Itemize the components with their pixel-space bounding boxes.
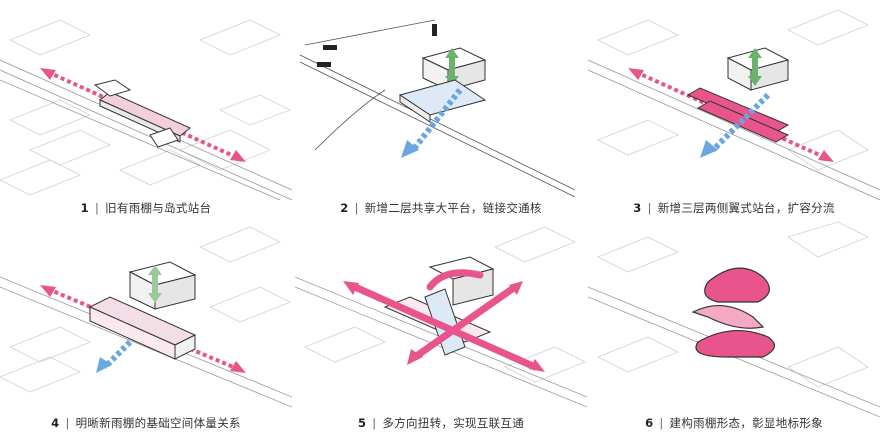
sculpted-canopy <box>691 267 775 358</box>
caption-separator: | <box>647 201 652 215</box>
pink-flow-arrows <box>351 269 539 371</box>
caption-number: 5 <box>357 416 367 430</box>
pink-arrow-head-left <box>343 281 359 295</box>
pink-arrow-head-left <box>40 285 56 297</box>
isometric-diagram-2 <box>299 19 576 198</box>
caption-number: 3 <box>633 201 642 215</box>
caption-text: 建构雨棚形态，彰显地标形象 <box>669 416 823 430</box>
diagram-panel-2: 2 | 新增二层共享大平台，链接交通核 <box>295 0 587 216</box>
caption-separator: | <box>94 201 100 215</box>
caption-separator: | <box>659 416 664 430</box>
diagram-panel-3: 3 | 新增三层两侧翼式站台，扩容分流 <box>588 0 880 216</box>
isometric-diagram-1 <box>0 19 292 200</box>
panel-caption-1: 1 | 旧有雨棚与岛式站台 <box>0 200 292 216</box>
track-labels <box>317 24 437 67</box>
panel-caption-4: 4 | 明晰新雨棚的基础空间体量关系 <box>0 415 292 431</box>
pink-arrow-head-bottom <box>407 349 423 365</box>
wing-platforms <box>686 87 790 143</box>
caption-number: 6 <box>645 416 654 430</box>
isometric-diagram-6 <box>588 221 880 417</box>
diagram-panel-5: 5 | 多方向扭转，实现互联互通 <box>295 217 587 433</box>
blue-arrow-head <box>700 140 718 158</box>
caption-text: 多方向扭转，实现互联互通 <box>382 416 525 430</box>
context-buildings <box>0 19 291 196</box>
blue-flow-arrow <box>102 339 133 370</box>
isometric-diagram-3 <box>588 9 880 200</box>
pink-arrow-head-right <box>230 361 246 373</box>
pink-arrow-head-top <box>509 281 523 295</box>
transport-core-block <box>128 261 197 310</box>
isometric-diagram-4 <box>0 226 292 408</box>
island-platform-canopy <box>93 79 191 148</box>
context-buildings <box>597 221 869 388</box>
panel-caption-5: 5 | 多方向扭转，实现互联互通 <box>295 415 587 431</box>
panel-caption-3: 3 | 新增三层两侧翼式站台，扩容分流 <box>588 200 880 216</box>
blue-arrow-head <box>401 140 419 158</box>
blue-flow-arrow <box>410 88 463 152</box>
canopy-volume <box>88 296 197 360</box>
pink-arrow-head-right <box>529 359 545 372</box>
caption-text: 明晰新雨棚的基础空间体量关系 <box>75 416 241 430</box>
diagram-panel-4: 4 | 明晰新雨棚的基础空间体量关系 <box>0 217 292 433</box>
isometric-diagram-5 <box>295 226 587 408</box>
caption-separator: | <box>354 201 359 215</box>
panel-caption-6: 6 | 建构雨棚形态，彰显地标形象 <box>588 415 880 431</box>
green-vertical-arrow <box>748 48 762 86</box>
caption-separator: | <box>372 416 377 430</box>
diagram-panel-6: 6 | 建构雨棚形态，彰显地标形象 <box>588 217 880 433</box>
context-buildings <box>0 226 291 393</box>
blue-flow-arrow <box>710 92 771 153</box>
green-vertical-arrow <box>148 265 162 303</box>
caption-number: 4 <box>51 416 60 430</box>
shared-platform <box>398 79 487 123</box>
caption-text: 新增二层共享大平台，链接交通核 <box>364 201 542 215</box>
caption-separator: | <box>65 416 70 430</box>
caption-text: 旧有雨棚与岛式站台 <box>105 201 212 215</box>
pink-flow-arrow <box>47 287 239 371</box>
pink-arrow-head-left <box>628 68 644 80</box>
caption-number: 1 <box>80 201 89 215</box>
pink-arrow-head-right <box>230 150 246 162</box>
pink-arrow-head-right <box>818 150 834 162</box>
context-buildings <box>304 226 586 383</box>
caption-number: 2 <box>340 201 349 215</box>
rail-tracks <box>299 19 576 198</box>
panel-caption-2: 2 | 新增二层共享大平台，链接交通核 <box>295 200 587 216</box>
diagram-panel-1: 1 | 旧有雨棚与岛式站台 <box>0 0 292 216</box>
blue-arrow-head <box>96 357 112 373</box>
pink-arrow-head-left <box>40 68 56 80</box>
caption-text: 新增三层两侧翼式站台，扩容分流 <box>657 201 835 215</box>
context-buildings <box>597 9 869 171</box>
rail-tracks <box>0 59 292 200</box>
